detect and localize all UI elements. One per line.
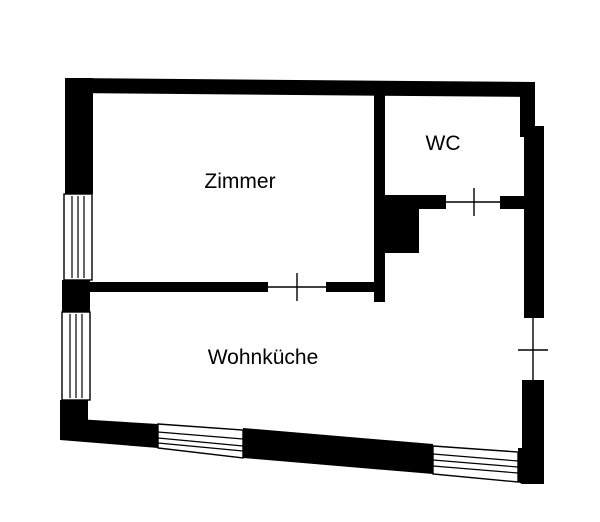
- bottom-wall-middle: [243, 428, 433, 474]
- window-bottom-right: [432, 445, 519, 483]
- interior-wall-horizontal-left: [88, 282, 268, 292]
- window-left-upper: [63, 193, 93, 281]
- door-wc: [446, 188, 500, 216]
- room-label-zimmer: Zimmer: [204, 170, 275, 193]
- left-wall-middle: [62, 280, 90, 312]
- door-zimmer: [268, 273, 326, 301]
- window-bottom-left: [157, 423, 244, 459]
- window-left-lower: [61, 311, 91, 401]
- right-wall-upper-thick: [524, 126, 544, 318]
- room-label-wc: WC: [426, 132, 461, 155]
- left-wall-upper: [65, 78, 93, 194]
- room-label-wohnkueche: Wohnküche: [208, 346, 319, 369]
- right-wall-lower: [522, 380, 544, 484]
- right-wall-upper: [520, 82, 535, 137]
- bottom-wall-right: [518, 448, 522, 484]
- door-entrance: [518, 318, 548, 380]
- wc-wall-block: [385, 195, 419, 253]
- top-wall: [65, 78, 535, 97]
- wc-wall-bottom-right: [500, 196, 526, 209]
- interior-wall-horizontal-right: [326, 282, 382, 292]
- bottom-wall-left: [60, 418, 158, 448]
